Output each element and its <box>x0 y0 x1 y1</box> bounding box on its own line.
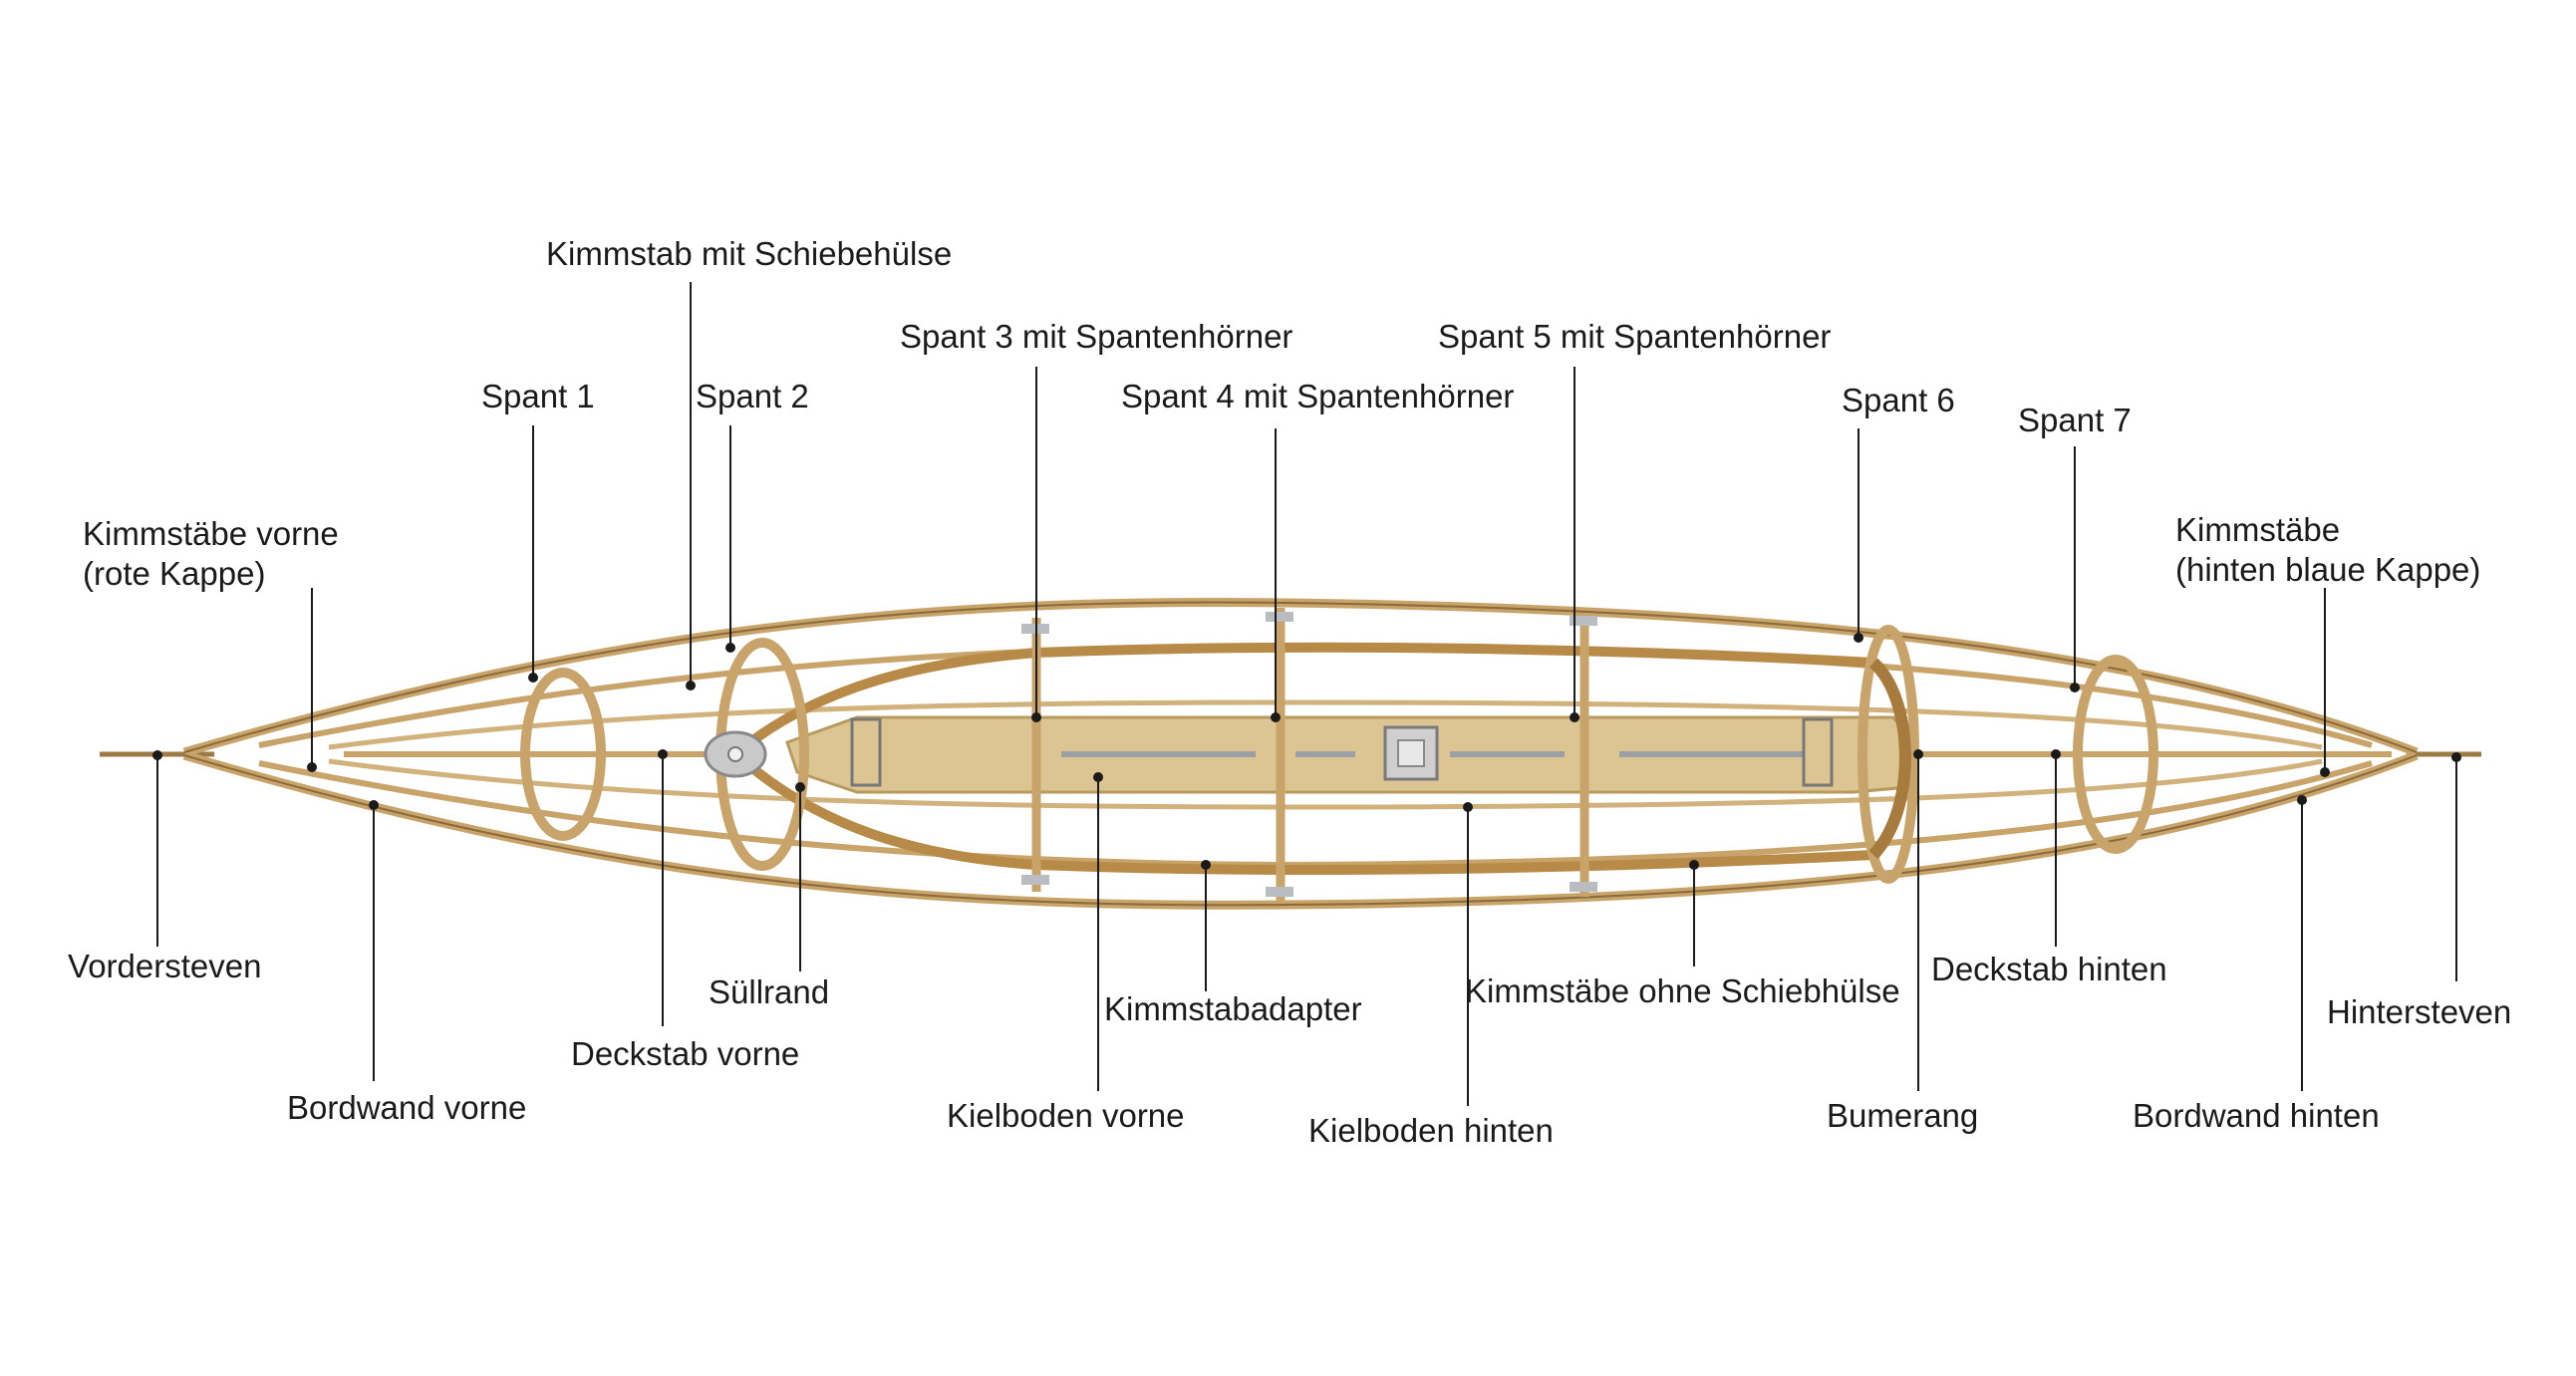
label-bumerang: Bumerang <box>1827 1097 1979 1134</box>
label-deckstab-vorne: Deckstab vorne <box>571 1035 800 1072</box>
chine-adapter-5 <box>1266 887 1293 897</box>
chine-adapter-2 <box>1266 612 1293 622</box>
label-vordersteven: Vordersteven <box>68 948 262 984</box>
label-suellrand: Süllrand <box>709 973 830 1010</box>
label-spant5: Spant 5 mit Spantenhörner <box>1438 318 1832 355</box>
chine-rod-upper-2 <box>328 699 2323 750</box>
label-spant6: Spant 6 <box>1842 382 1955 418</box>
cockpit-coaming-lower <box>733 751 1874 875</box>
leader-endpoints <box>152 633 2461 870</box>
frame-7 <box>2073 655 2158 854</box>
front-deck-plate-hole <box>727 746 743 762</box>
leader-lines <box>156 282 2457 1106</box>
label-kimmstaebe-hinten-line2: (hinten blaue Kappe) <box>2175 551 2481 588</box>
chine-adapter-3 <box>1570 616 1597 626</box>
cockpit-coaming-upper <box>733 642 1874 756</box>
label-kimmstaebe-ohne: Kimmstäbe ohne Schiebhülse <box>1465 972 1900 1009</box>
chine-adapter-6 <box>1570 882 1597 892</box>
label-spant4: Spant 4 mit Spantenhörner <box>1121 378 1515 414</box>
label-spant2: Spant 2 <box>696 378 809 414</box>
label-spant1: Spant 1 <box>481 378 595 414</box>
label-kimmstaebe-vorne-line1: Kimmstäbe vorne <box>83 515 339 552</box>
label-kielboden-hinten: Kielboden hinten <box>1308 1112 1554 1149</box>
chine-rod-lower-2 <box>328 758 2323 810</box>
label-bordwand-vorne: Bordwand vorne <box>287 1089 527 1126</box>
label-kimmstab-schiebehuelse: Kimmstab mit Schiebehülse <box>546 235 953 272</box>
label-kimmstaebe-vorne-line2: (rote Kappe) <box>83 555 266 592</box>
label-kimmstaebe-hinten-line1: Kimmstäbe <box>2175 511 2341 548</box>
label-deckstab-hinten: Deckstab hinten <box>1931 951 2167 987</box>
frame-1 <box>520 668 606 841</box>
boomerang <box>1868 658 1911 860</box>
label-kimmstabadapter: Kimmstabadapter <box>1104 990 1362 1027</box>
keel-board-center-plate-inner <box>1397 739 1425 767</box>
keel-bracket-rear <box>1802 717 1834 787</box>
label-spant7: Spant 7 <box>2018 402 2132 438</box>
label-spant3: Spant 3 mit Spantenhörner <box>900 318 1293 355</box>
chine-adapter-4 <box>1021 875 1049 885</box>
label-kielboden-vorne: Kielboden vorne <box>947 1097 1185 1134</box>
label-bordwand-hinten: Bordwand hinten <box>2133 1097 2380 1134</box>
label-hintersteven: Hintersteven <box>2327 993 2512 1030</box>
keel-bracket-front <box>850 717 882 787</box>
